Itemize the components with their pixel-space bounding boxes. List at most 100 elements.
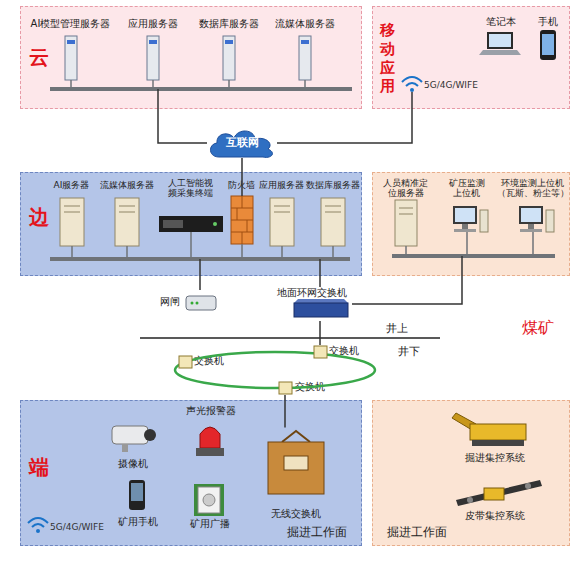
edge-bus bbox=[281, 246, 283, 259]
network-link bbox=[277, 109, 412, 143]
node-label: 矿压监测 上位机 bbox=[438, 178, 496, 200]
node-label: 网闸 bbox=[160, 296, 180, 308]
cloud-servers bbox=[149, 40, 157, 44]
firewall-icon bbox=[237, 208, 238, 220]
monitor-pc-icons bbox=[454, 229, 476, 232]
cloud-servers bbox=[67, 40, 75, 44]
edge-band: 边 AI服务器流媒体服务器人工智能视 频采集终端防火墙应用服务器数据库服务器 bbox=[20, 172, 362, 276]
edge-bus bbox=[332, 246, 334, 259]
monitor-pc-icons bbox=[521, 208, 541, 222]
node-label: 流媒体服务器 bbox=[272, 18, 338, 30]
video-terminal-icon bbox=[159, 216, 223, 232]
node-label: 摄像机 bbox=[100, 458, 166, 470]
server-node: 人员精准定 位服务器 bbox=[376, 178, 436, 248]
edge-bus bbox=[319, 259, 321, 276]
wifi-icon bbox=[402, 77, 422, 82]
wifi-icon bbox=[402, 77, 422, 109]
edge-servers bbox=[115, 198, 139, 246]
ground-switch-icon bbox=[294, 303, 348, 317]
node-label: 矿用手机 bbox=[108, 516, 168, 528]
roadheader-icon bbox=[452, 413, 476, 430]
band-heading: 边 bbox=[29, 207, 49, 227]
terminal-node: 人工智能视 频采集终端 bbox=[156, 178, 226, 248]
broadcast-icon bbox=[194, 484, 224, 516]
cloud-servers bbox=[65, 36, 311, 80]
switch-node: 交换机 bbox=[178, 355, 228, 369]
firewall-icon bbox=[231, 232, 253, 233]
gateway-icon bbox=[191, 302, 194, 305]
node-label: 数据库服务器 bbox=[196, 18, 262, 30]
node-label: AI模型管理服务器 bbox=[28, 18, 114, 30]
network-link bbox=[284, 395, 286, 428]
server-node: 应用服务器 bbox=[258, 180, 306, 250]
wifi-icon bbox=[32, 524, 44, 527]
edge-bus bbox=[126, 246, 128, 259]
node-label: 笔记本 bbox=[476, 16, 526, 28]
monitor-pc-icons bbox=[546, 210, 554, 232]
wireless-switch-icon bbox=[284, 456, 308, 470]
firewall-icon bbox=[247, 220, 248, 232]
server-node: AI模型管理服务器 bbox=[28, 18, 114, 82]
monitor-pc-icons bbox=[520, 229, 542, 232]
node-label: 掘进集控系统 bbox=[440, 452, 550, 464]
belt-conveyor-icon bbox=[467, 497, 473, 503]
server-node: 流媒体服务器 bbox=[98, 180, 156, 250]
camera-node: 摄像机 bbox=[100, 420, 166, 470]
network-link bbox=[352, 276, 462, 304]
free-label: 井上 bbox=[386, 322, 408, 335]
camera-icon bbox=[144, 429, 156, 441]
network-link bbox=[319, 276, 321, 287]
node-label: 掘进工作面 bbox=[287, 525, 347, 539]
node-label: 数据库服务器 bbox=[306, 180, 360, 191]
node-label: 流媒体服务器 bbox=[98, 180, 156, 191]
location-bus bbox=[392, 254, 555, 258]
server-node: 流媒体服务器 bbox=[272, 18, 338, 82]
phone-icon bbox=[540, 30, 556, 60]
firewall-node: 防火墙 bbox=[226, 180, 258, 250]
switch-node: 地面环网交换机 bbox=[272, 287, 352, 321]
ring-network bbox=[179, 356, 192, 368]
monitor-pc-icons bbox=[528, 224, 534, 229]
edge-servers bbox=[321, 198, 345, 246]
node-label: 交换机 bbox=[313, 345, 363, 357]
phone-icon bbox=[542, 34, 554, 55]
broadcast-node: 矿用广播 bbox=[178, 480, 242, 530]
cloud-bus bbox=[157, 89, 159, 109]
wireless-switch-icon bbox=[268, 431, 324, 494]
location-bus bbox=[392, 232, 555, 276]
location-bus bbox=[461, 256, 463, 276]
firewall-icon bbox=[231, 220, 253, 221]
cloud-bus bbox=[50, 87, 352, 91]
belt-conveyor-icon bbox=[525, 483, 531, 489]
edge-bus bbox=[71, 246, 73, 259]
node-label: 防火墙 bbox=[226, 180, 258, 191]
node-label: 交换机 bbox=[279, 381, 329, 393]
cloud-servers bbox=[147, 36, 159, 80]
cloud-servers bbox=[301, 40, 309, 44]
alarm-icon bbox=[200, 427, 220, 448]
node-label: 地面环网交换机 bbox=[272, 287, 352, 299]
monitor-pc-icons bbox=[480, 210, 488, 232]
belt-conveyor-icon bbox=[456, 480, 542, 506]
node-label: AI服务器 bbox=[46, 180, 98, 191]
gateway-node: 网闸 bbox=[160, 290, 222, 316]
laptop-icon bbox=[479, 50, 521, 55]
edge-bus bbox=[50, 172, 350, 276]
edge-servers bbox=[119, 212, 135, 213]
edge-servers bbox=[119, 206, 135, 207]
wifi-icon bbox=[410, 88, 414, 92]
internet-cloud: 互联网 bbox=[207, 128, 277, 158]
edge-servers bbox=[274, 212, 290, 213]
node-label: 矿用广播 bbox=[178, 518, 242, 530]
network-link bbox=[158, 109, 207, 143]
roadheader-icon bbox=[452, 413, 526, 446]
wireless-switch-icon bbox=[268, 442, 324, 494]
cloud-servers bbox=[65, 36, 77, 80]
wifi-icon bbox=[406, 83, 418, 86]
ground-switch-icon bbox=[294, 299, 348, 303]
edge-bus bbox=[190, 232, 192, 259]
band-heading: 掘进工作面 bbox=[387, 525, 447, 539]
edge-bus bbox=[50, 257, 350, 261]
alarm-icon bbox=[196, 427, 224, 456]
